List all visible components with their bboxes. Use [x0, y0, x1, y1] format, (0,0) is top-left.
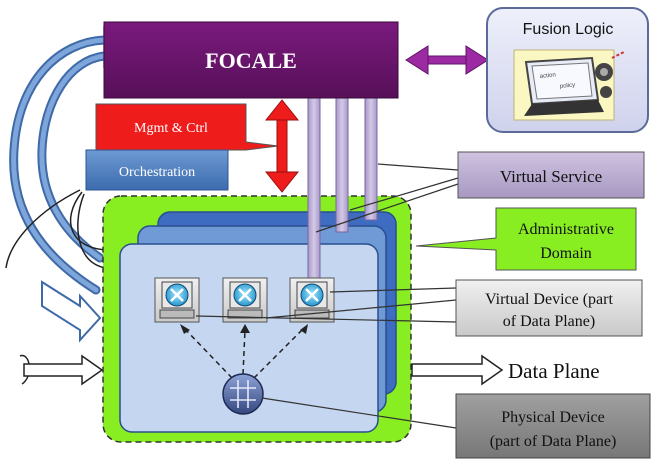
physical-device-line1: Physical Device — [501, 409, 605, 426]
virtual-service-box — [457, 151, 645, 199]
physical-device-pointer — [261, 397, 457, 429]
router-icon — [222, 373, 264, 415]
focale-fusion-double-arrow — [405, 45, 489, 75]
orchestration-hollow-arrow — [41, 280, 102, 343]
virtual-device-line2: of Data Plane) — [503, 313, 595, 330]
fusion-logic-label: Fusion Logic — [523, 21, 614, 38]
orchestration-label: Orchestration — [119, 165, 195, 180]
focale-box — [103, 21, 399, 99]
virtual-device-pointers — [195, 287, 457, 323]
mgmt-ctrl-label: Mgmt & Ctrl — [134, 121, 208, 136]
physical-device-box — [455, 393, 651, 459]
svg-text:policy: policy — [560, 82, 576, 90]
physical-device-line2: (part of Data Plane) — [490, 433, 617, 450]
device-mapping-arrows — [183, 327, 305, 379]
data-plane-label: Data Plane — [508, 359, 600, 383]
virtual-service-pointers — [315, 163, 459, 233]
physical-device-router — [222, 373, 264, 415]
administrative-domain-line2: Domain — [540, 245, 592, 262]
administrative-domain-line1: Administrative — [518, 221, 614, 238]
data-plane-input-arrow — [19, 354, 104, 386]
virtual-service-label: Virtual Service — [500, 167, 602, 186]
mgmt-ctrl-double-arrow — [264, 99, 300, 193]
administrative-domain-callout — [415, 207, 637, 271]
virtual-device-2 — [222, 277, 268, 323]
data-plane-output-arrow — [411, 354, 504, 386]
virtual-device-1 — [154, 277, 200, 323]
virtual-device-line1: Virtual Device (part — [485, 291, 613, 308]
focale-label: FOCALE — [205, 48, 297, 73]
virtual-device-box — [455, 279, 643, 337]
svg-text:action: action — [540, 72, 557, 80]
orchestration-box — [85, 149, 229, 191]
computer-icon: action policy — [513, 49, 625, 121]
